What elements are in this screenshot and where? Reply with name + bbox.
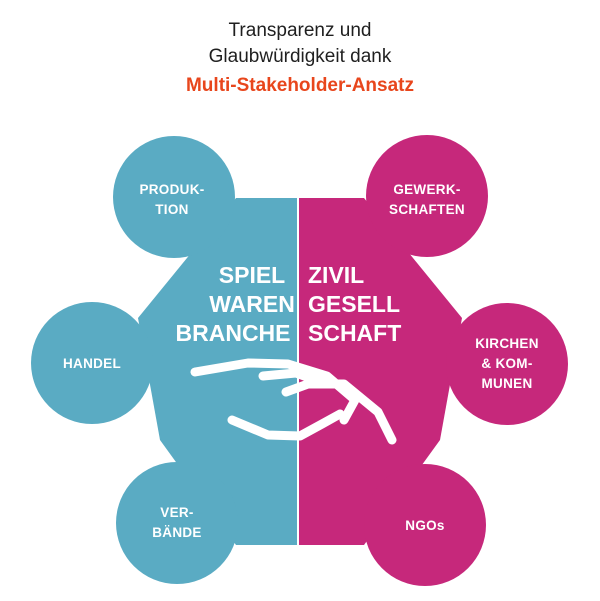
center-right-line: ZIVIL xyxy=(308,262,364,288)
satellite-label-line: MUNEN xyxy=(482,376,533,391)
circle-kirchen xyxy=(446,303,568,425)
label-produktion: PRODUK- TION xyxy=(139,182,204,217)
satellite-label-line: SCHAFTEN xyxy=(389,202,465,217)
circle-handel xyxy=(31,302,153,424)
title-line-2: Glaubwürdigkeit dank xyxy=(208,46,392,67)
label-verbaende: VER- BÄNDE xyxy=(152,505,202,540)
satellite-label-line: NGOs xyxy=(405,518,444,533)
center-left-label: SPIEL WAREN BRANCHE xyxy=(176,262,295,346)
satellite-label-line: BÄNDE xyxy=(152,525,202,540)
satellite-label-line: PRODUK- xyxy=(139,182,204,197)
center-hexagon-right xyxy=(299,198,462,545)
satellite-label-line: & KOM- xyxy=(481,356,532,371)
satellite-label-line: GEWERK- xyxy=(393,182,460,197)
label-gewerkschaften: GEWERK- SCHAFTEN xyxy=(389,182,465,217)
satellite-label-line: TION xyxy=(155,202,188,217)
label-ngos: NGOs xyxy=(405,518,444,533)
circle-gewerkschaften xyxy=(366,135,488,257)
satellite-label-line: KIRCHEN xyxy=(475,336,539,351)
center-right-line: GESELL xyxy=(308,291,400,317)
handshake-icon xyxy=(190,358,397,445)
center-left-line: WAREN xyxy=(209,291,295,317)
label-handel: HANDEL xyxy=(63,356,121,371)
title-highlight: Multi-Stakeholder-Ansatz xyxy=(185,75,415,96)
satellite-label-line: HANDEL xyxy=(63,356,121,371)
title-line-1: Transparenz und xyxy=(228,20,372,41)
center-right-line: SCHAFT xyxy=(308,320,401,346)
center-left-line: BRANCHE xyxy=(176,320,291,346)
center-right-label: ZIVIL GESELL SCHAFT xyxy=(308,262,401,346)
circle-verbaende xyxy=(116,462,238,584)
circle-produktion xyxy=(113,136,235,258)
satellite-label-line: VER- xyxy=(160,505,193,520)
label-kirchen: KIRCHEN & KOM- MUNEN xyxy=(475,336,539,391)
circle-ngos xyxy=(364,464,486,586)
center-left-line: SPIEL xyxy=(219,262,285,288)
